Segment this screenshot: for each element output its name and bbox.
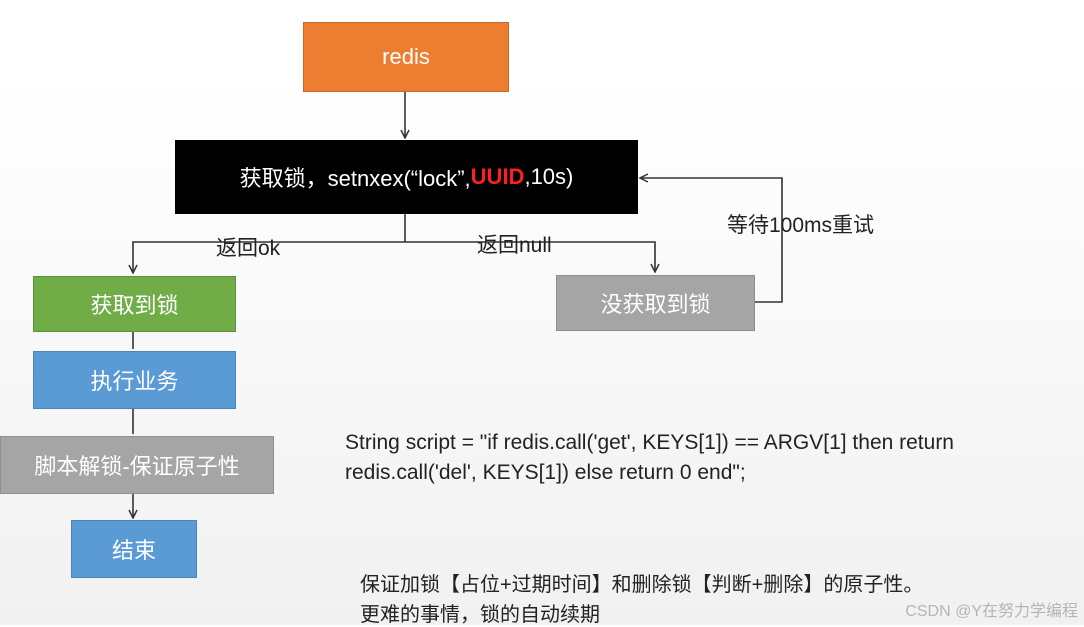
- end-label: 结束: [111, 538, 156, 563]
- execute-business-label: 执行业务: [90, 369, 179, 394]
- no-lock-label: 没获取到锁: [600, 292, 711, 317]
- arrow-lock-to-got-lock: [133, 214, 406, 273]
- script-unlock-label: 脚本解锁-保证原子性: [34, 454, 240, 479]
- arrow-retry-loop: [640, 178, 783, 303]
- return-null-label: 返回null: [477, 234, 552, 257]
- lua-script-line-1: String script = "if redis.call('get', KE…: [345, 431, 954, 454]
- got-lock-label: 获取到锁: [90, 293, 179, 318]
- redis-node-label: redis: [382, 44, 430, 69]
- uuid-highlight: UUID: [470, 164, 525, 189]
- script-unlock-node: 脚本解锁-保证原子性: [0, 436, 274, 494]
- execute-business-node: 执行业务: [33, 351, 236, 409]
- arrow-lock-to-no-lock: [405, 241, 655, 272]
- acquire-lock-prefix: 获取锁，setnxex(“lock”,: [239, 166, 471, 191]
- redis-node: redis: [303, 22, 509, 92]
- renewal-note: 更难的事情，锁的自动续期: [360, 604, 600, 626]
- end-node: 结束: [71, 520, 197, 578]
- acquire-lock-node: 获取锁，setnxex(“lock”,UUID,10s): [175, 140, 638, 214]
- lua-script-line-2: redis.call('del', KEYS[1]) else return 0…: [345, 461, 746, 484]
- return-ok-label: 返回ok: [216, 237, 281, 260]
- atomicity-note: 保证加锁【占位+过期时间】和删除锁【判断+删除】的原子性。: [360, 574, 924, 596]
- no-lock-node: 没获取到锁: [556, 275, 755, 331]
- acquire-lock-suffix: ,10s): [524, 164, 574, 189]
- got-lock-node: 获取到锁: [33, 276, 236, 332]
- retry-label: 等待100ms重试: [727, 214, 875, 237]
- csdn-watermark: CSDN @Y在努力学编程: [905, 603, 1078, 620]
